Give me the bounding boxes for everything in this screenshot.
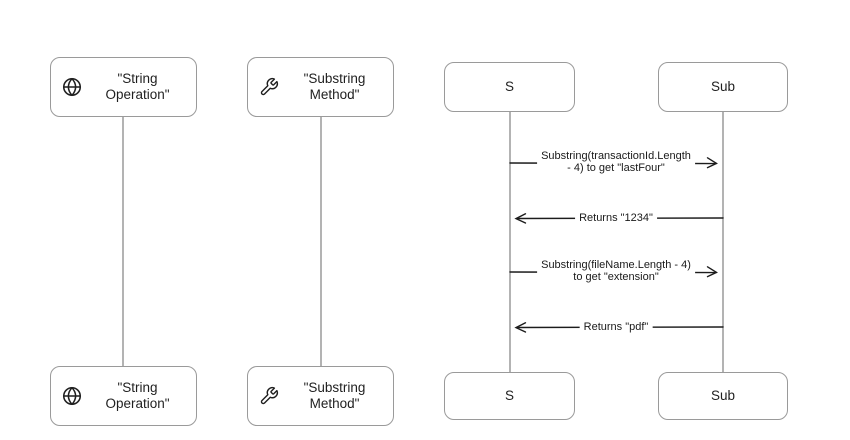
message-line: Returns "pdf" <box>583 321 649 333</box>
message-label-3: Substring(fileName.Length - 4) to get "e… <box>537 259 695 283</box>
participant-label: Sub <box>710 78 736 94</box>
wrench-icon <box>258 76 280 98</box>
message-line: Substring(fileName.Length - 4) <box>541 259 691 271</box>
participant-label: "Substring Method" <box>303 379 366 411</box>
participant-label: "String Operation" <box>105 379 170 411</box>
message-line: Substring(transactionId.Length <box>541 150 691 162</box>
message-line: to get "extension" <box>573 270 659 283</box>
participant-label: S <box>504 78 514 94</box>
globe-icon <box>61 76 83 98</box>
participant-box-substring-method-bottom: "Substring Method" <box>247 366 394 426</box>
participant-box-sub-top: Sub <box>658 62 788 112</box>
message-label-1: Substring(transactionId.Length - 4) to g… <box>537 150 695 174</box>
globe-icon <box>61 385 83 407</box>
wrench-icon <box>258 385 280 407</box>
participant-label: "Substring Method" <box>303 70 366 102</box>
participant-box-s-top: S <box>444 62 575 112</box>
participant-label: "String Operation" <box>105 70 170 102</box>
participant-box-string-operation-top: "String Operation" <box>50 57 197 117</box>
message-line: - 4) to get "lastFour" <box>567 161 665 174</box>
message-label-4: Returns "pdf" <box>579 321 653 334</box>
message-label-2: Returns "1234" <box>575 212 657 225</box>
participant-box-string-operation-bottom: "String Operation" <box>50 366 197 426</box>
participant-box-substring-method-top: "Substring Method" <box>247 57 394 117</box>
participant-box-s-bottom: S <box>444 372 575 420</box>
message-line: Returns "1234" <box>579 212 653 224</box>
participant-label: Sub <box>710 387 736 403</box>
participant-box-sub-bottom: Sub <box>658 372 788 420</box>
participant-label: S <box>504 387 514 403</box>
